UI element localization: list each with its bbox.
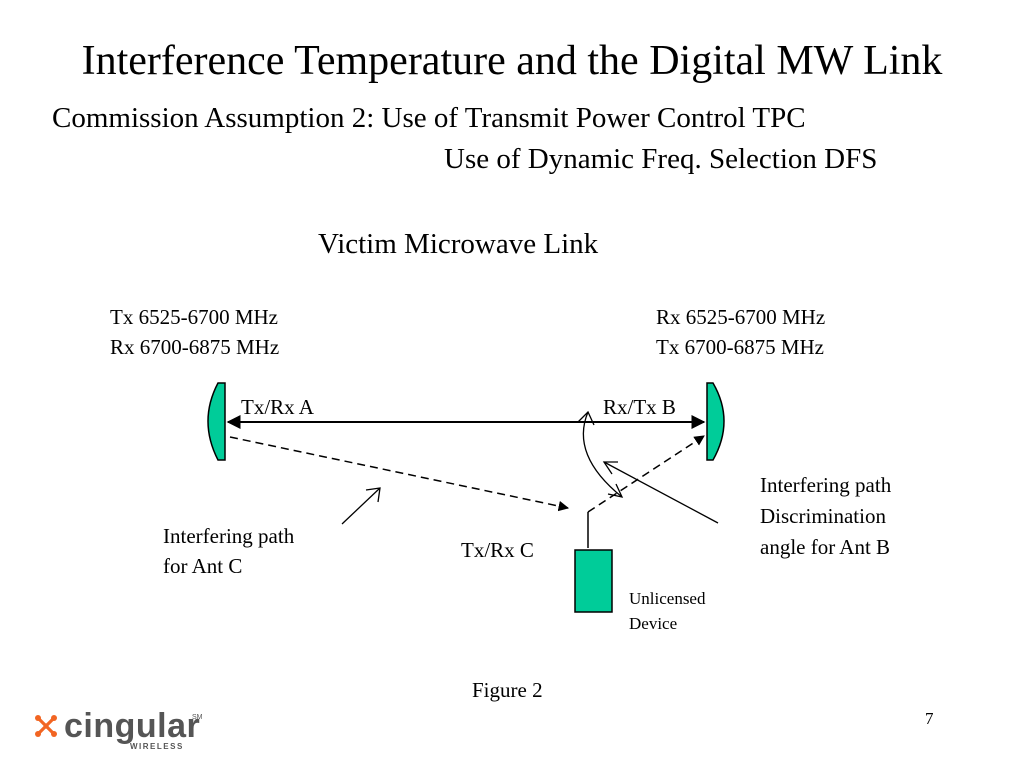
cingular-logo: cingular SM WIRELESS bbox=[34, 707, 204, 752]
device-label-line-2: Device bbox=[629, 614, 678, 633]
slide-title: Interference Temperature and the Digital… bbox=[81, 38, 943, 84]
pointer-arrow-ant-b-head bbox=[602, 461, 618, 475]
ant-c-annotation-line-2: for Ant C bbox=[163, 554, 243, 578]
site-a-label: Tx/Rx A bbox=[241, 395, 314, 419]
site-c-label: Tx/Rx C bbox=[461, 538, 534, 562]
cingular-x-mark-icon bbox=[35, 715, 57, 737]
figure-caption: Figure 2 bbox=[472, 678, 543, 702]
ant-b-annotation-line-2: Discrimination bbox=[760, 504, 886, 528]
site-b-rx-freq: Rx 6525-6700 MHz bbox=[656, 305, 826, 329]
site-b-tx-freq: Tx 6700-6875 MHz bbox=[656, 335, 824, 359]
pointer-arrow-ant-b bbox=[603, 461, 719, 524]
site-b-label: Rx/Tx B bbox=[603, 395, 676, 419]
arc-arrowhead-bottom bbox=[607, 483, 624, 498]
device-label-line-1: Unlicensed bbox=[629, 589, 706, 608]
interfering-path-c-to-b bbox=[587, 435, 705, 513]
site-a-rx-freq: Rx 6700-6875 MHz bbox=[110, 335, 280, 359]
page-number: 7 bbox=[925, 709, 934, 728]
pointer-arrow-ant-c-head bbox=[365, 487, 381, 503]
pointer-arrow-ant-c bbox=[341, 487, 381, 525]
ant-b-annotation-line-1: Interfering path bbox=[760, 473, 892, 497]
ant-b-annotation-line-3: angle for Ant B bbox=[760, 535, 891, 559]
ant-c-annotation-line-1: Interfering path bbox=[163, 524, 295, 548]
site-a-tx-freq: Tx 6525-6700 MHz bbox=[110, 305, 278, 329]
diagram-title: Victim Microwave Link bbox=[318, 228, 599, 260]
logo-tagline: WIRELESS bbox=[130, 742, 184, 751]
device-c-icon bbox=[574, 549, 613, 613]
interfering-path-a-to-c bbox=[229, 436, 570, 512]
logo-brand-text: cingular bbox=[64, 707, 201, 745]
antenna-a-icon bbox=[207, 382, 226, 461]
discrimination-angle-arc bbox=[582, 411, 623, 498]
logo-trademark: SM bbox=[192, 714, 203, 721]
arc-arrowhead-top bbox=[577, 410, 595, 426]
antenna-b-icon bbox=[706, 382, 725, 461]
assumption-line-2: Use of Dynamic Freq. Selection DFS bbox=[444, 143, 878, 175]
assumption-line-1: Commission Assumption 2: Use of Transmit… bbox=[52, 102, 806, 134]
